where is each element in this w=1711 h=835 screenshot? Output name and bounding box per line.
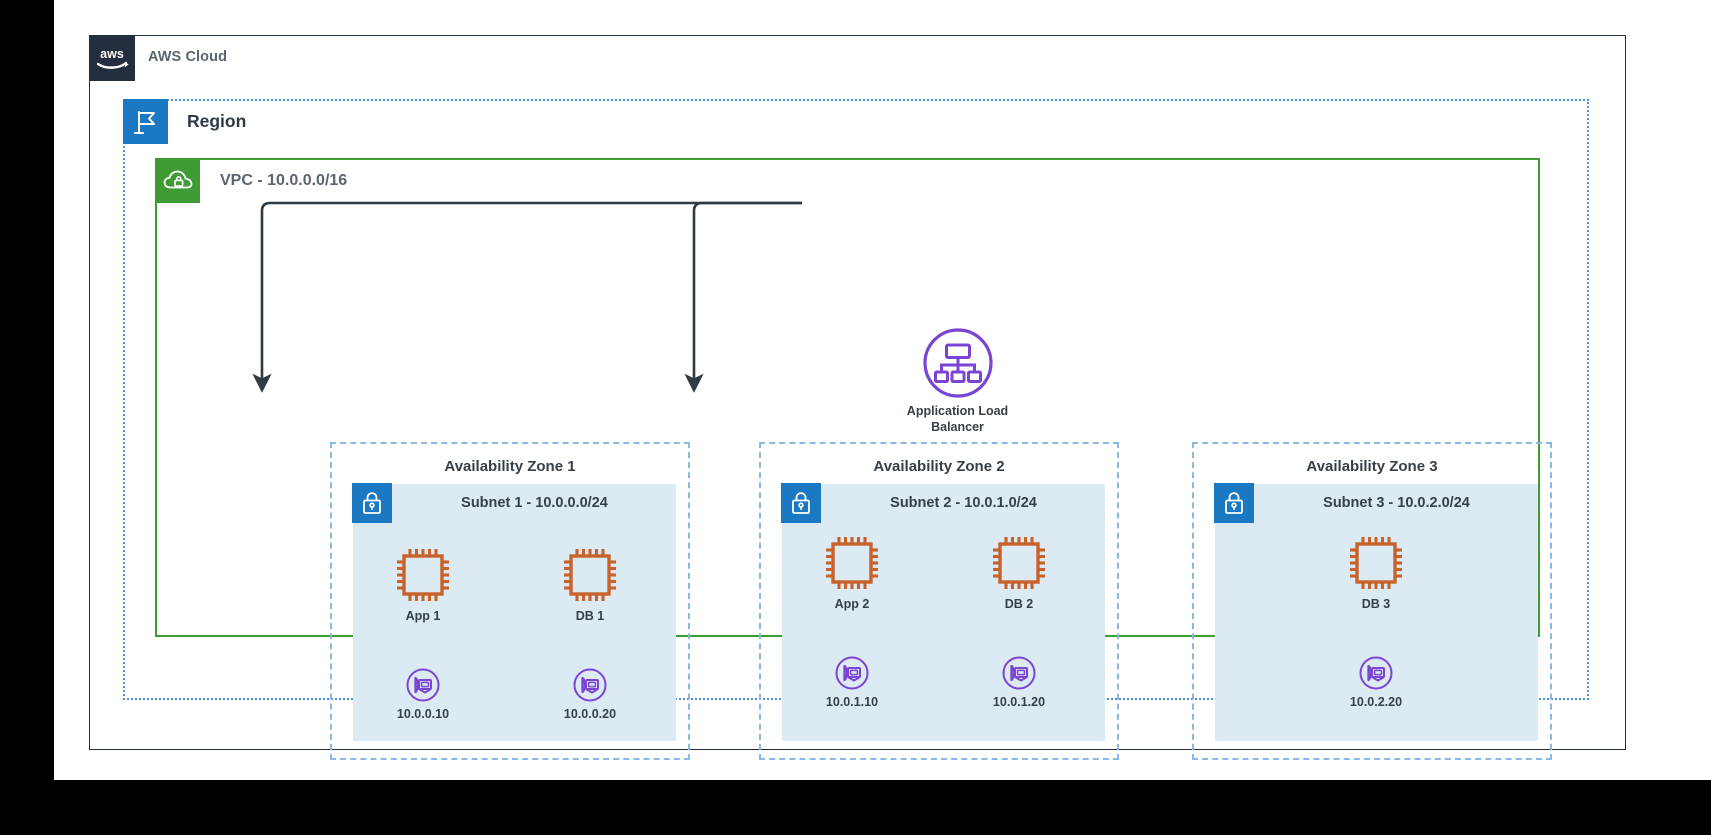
availability-zone-1-container: Availability Zone 1 Subnet 1 - 10 [330, 442, 690, 760]
instance-app-1-label: App 1 [405, 609, 441, 623]
alb-label-line-2: Balancer [931, 419, 984, 434]
instance-db-1-label: DB 1 [575, 609, 605, 623]
instance-db-1[interactable]: DB 1 [530, 544, 650, 623]
network-interface-10-0-0-10-label: 10.0.0.10 [396, 707, 450, 721]
network-interface-icon [835, 656, 869, 690]
network-interface-10-0-1-20-label: 10.0.1.20 [992, 695, 1046, 709]
ec2-instance-icon [397, 549, 449, 601]
region-container: Region VPC - 10.0.0.0/16 [123, 99, 1589, 760]
network-interface-10-0-0-20[interactable]: 10.0.0.20 [530, 667, 650, 721]
subnet-3-container: Subnet 3 - 10.0.2.0/24 [1214, 483, 1538, 741]
svg-text:aws: aws [100, 47, 124, 61]
network-interface-icon [1359, 656, 1393, 690]
network-interface-10-0-0-10[interactable]: 10.0.0.10 [363, 667, 483, 721]
subnet-3-label: Subnet 3 - 10.0.2.0/24 [1323, 495, 1470, 511]
ec2-instance-icon [826, 537, 878, 589]
availability-zone-2-container: Availability Zone 2 Subnet 2 - 10 [759, 442, 1119, 760]
network-interface-icon [573, 668, 607, 702]
aws-cloud-label: AWS Cloud [148, 49, 228, 65]
availability-zone-3-title: Availability Zone 3 [1306, 458, 1438, 475]
network-interface-10-0-2-20[interactable]: 10.0.2.20 [1316, 655, 1436, 709]
network-interface-icon [1002, 656, 1036, 690]
vpc-container: VPC - 10.0.0.0/16 [155, 158, 1552, 760]
network-interface-10-0-2-20-label: 10.0.2.20 [1349, 695, 1403, 709]
subnet-1-container: Subnet 1 - 10.0.0.0/24 [352, 483, 676, 741]
ec2-instance-icon [564, 549, 616, 601]
instance-app-2-label: App 2 [834, 597, 870, 611]
alb-label-line-1: Application Load [906, 404, 1009, 418]
instance-app-2[interactable]: App 2 [792, 532, 912, 611]
subnet-1-label: Subnet 1 - 10.0.0.0/24 [461, 495, 608, 511]
subnet-2-label: Subnet 2 - 10.0.1.0/24 [890, 495, 1037, 511]
instance-app-1[interactable]: App 1 [363, 544, 483, 623]
subnet-2-container: Subnet 2 - 10.0.1.0/24 [781, 483, 1105, 741]
region-label: Region [187, 111, 247, 131]
network-interface-10-0-1-10-label: 10.0.1.10 [825, 695, 879, 709]
vpc-label: VPC - 10.0.0.0/16 [220, 172, 348, 189]
network-interface-10-0-1-10[interactable]: 10.0.1.10 [792, 655, 912, 709]
network-interface-10-0-1-20[interactable]: 10.0.1.20 [959, 655, 1079, 709]
application-load-balancer-label: Application Load Balancer [905, 404, 1010, 435]
ec2-instance-icon [1350, 537, 1402, 589]
subnet-lock-icon [781, 483, 821, 523]
aws-cloud-container: aws AWS Cloud Region [89, 35, 1626, 760]
aws-logo-icon: aws [89, 35, 135, 81]
instance-db-3-label: DB 3 [1361, 597, 1391, 611]
region-flag-icon [123, 99, 168, 144]
network-interface-icon [406, 668, 440, 702]
ec2-instance-icon [993, 537, 1045, 589]
white-page: aws AWS Cloud Region [54, 0, 1711, 780]
application-load-balancer-icon [922, 328, 993, 398]
availability-zone-3-container: Availability Zone 3 Subnet 3 - 10 [1192, 442, 1552, 760]
availability-zone-1-title: Availability Zone 1 [444, 458, 576, 475]
instance-db-2[interactable]: DB 2 [959, 532, 1079, 611]
instance-db-3[interactable]: DB 3 [1316, 532, 1436, 611]
vpc-cloud-lock-icon [155, 158, 200, 203]
application-load-balancer-node[interactable]: Application Load Balancer [905, 327, 1010, 435]
subnet-lock-icon [352, 483, 392, 523]
subnet-lock-icon [1214, 483, 1254, 523]
network-interface-10-0-0-20-label: 10.0.0.20 [563, 707, 617, 721]
instance-db-2-label: DB 2 [1004, 597, 1034, 611]
availability-zone-2-title: Availability Zone 2 [873, 458, 1005, 475]
